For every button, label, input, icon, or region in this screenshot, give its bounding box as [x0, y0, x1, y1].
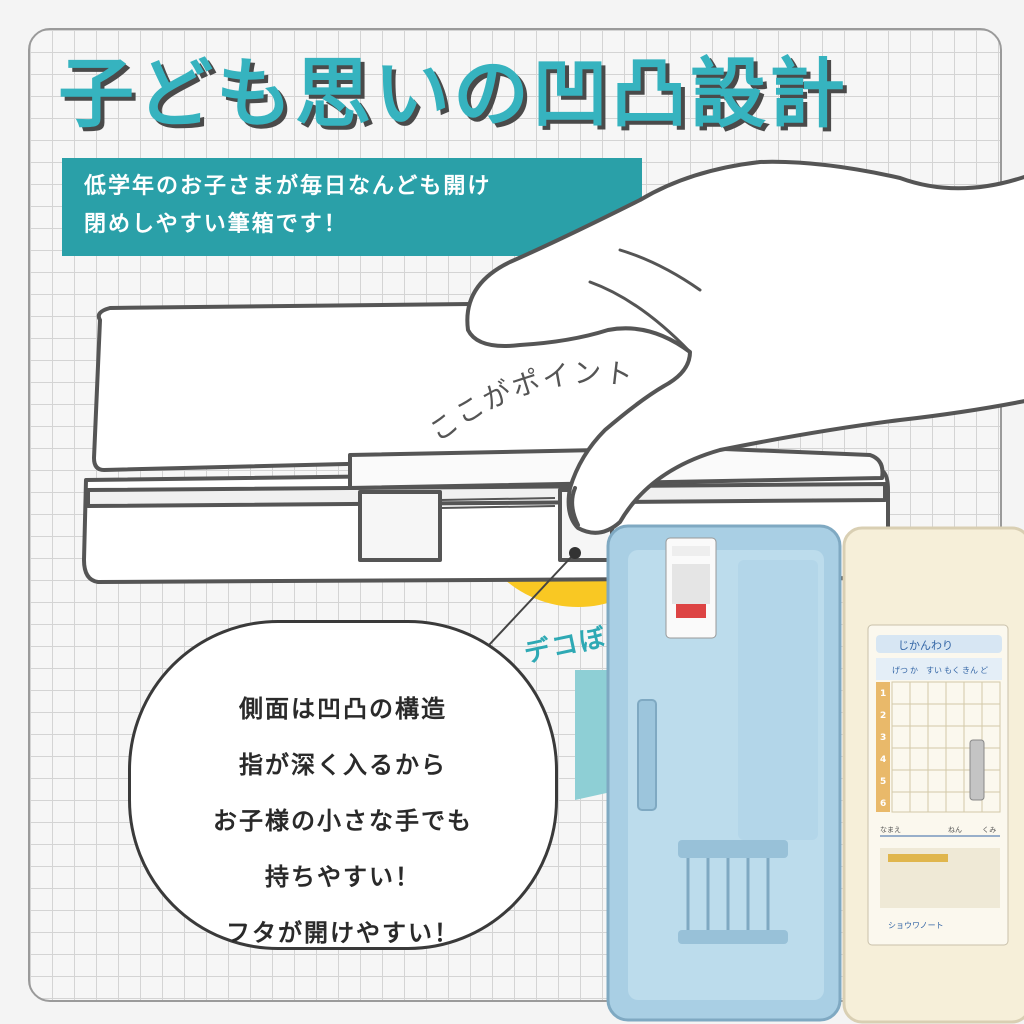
day-6: ど	[980, 666, 988, 675]
kumi-label: くみ	[982, 826, 996, 834]
blue-tray	[606, 524, 842, 1022]
cream-lid: じかんわり げつ か すい もく きん ど 1 2 3 4 5 6	[842, 526, 1024, 1024]
subtitle-line-2: 閉めしやすい筆箱です！	[84, 212, 348, 237]
day-4: もく	[944, 666, 960, 675]
period-6: 6	[880, 799, 886, 809]
speech-bubble: 側面は凹凸の構造 指が深く入るから お子様の小さな手でも 持ちやすい！ フタが開…	[128, 620, 558, 950]
name-label: なまえ	[880, 826, 901, 834]
period-2: 2	[880, 711, 886, 721]
day-1: げつ	[892, 666, 908, 675]
day-3: すい	[926, 666, 942, 675]
pointer-line	[474, 552, 576, 661]
subtitle-line-1: 低学年のお子さまが毎日なんども開け	[84, 174, 492, 199]
bubble-line-3: お子様の小さな手でも	[213, 807, 473, 835]
nen-label: ねん	[948, 826, 962, 834]
day-2: か	[910, 666, 918, 675]
day-5: きん	[962, 666, 978, 675]
pencil-case-photo: じかんわり げつ か すい もく きん ど 1 2 3 4 5 6	[606, 524, 1024, 1024]
period-5: 5	[880, 777, 886, 787]
subtitle-banner: 低学年のお子さまが毎日なんども開け 閉めしやすい筆箱です！	[62, 158, 642, 256]
period-3: 3	[880, 733, 886, 743]
hand-illustration	[465, 159, 1024, 535]
period-1: 1	[880, 689, 886, 699]
pointer-dot	[569, 547, 581, 559]
bubble-line-5: フタが開けやすい！	[226, 919, 460, 947]
timetable-heading: じかんわり	[898, 639, 953, 652]
bubble-line-2: 指が深く入るから	[239, 751, 447, 779]
period-4: 4	[880, 755, 886, 765]
bubble-line-1: 側面は凹凸の構造	[239, 695, 447, 723]
bubble-line-4: 持ちやすい！	[265, 863, 421, 891]
brand-label: ショウワノート	[888, 921, 944, 930]
page-title: 子ども思いの凹凸設計	[58, 49, 848, 138]
